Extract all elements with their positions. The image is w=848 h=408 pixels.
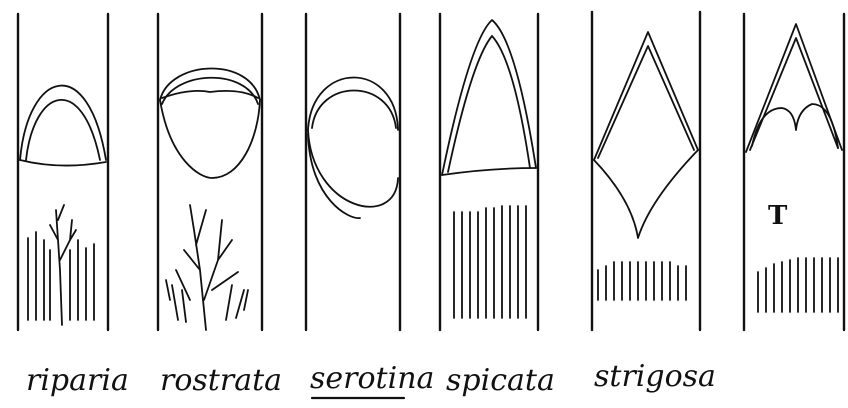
- panel-riparia: riparia: [18, 14, 129, 398]
- ovate-body: [308, 130, 398, 207]
- feathery-fibres: [166, 205, 248, 330]
- label-serotina: serotina: [310, 361, 434, 396]
- cap-inner-point: [448, 36, 530, 172]
- cap-base-line: [442, 168, 536, 175]
- branching-fibre: [50, 205, 76, 325]
- label-strigosa: strigosa: [594, 359, 716, 394]
- panel-rostrata: rostrata: [158, 14, 282, 398]
- label-rostrata: rostrata: [160, 363, 282, 398]
- ruled-lines: [598, 262, 686, 300]
- label-spicata: spicata: [446, 363, 555, 398]
- cap-inner-arc: [162, 78, 258, 104]
- cap-inner-point: [598, 46, 694, 158]
- cap-outer-arc: [20, 86, 106, 160]
- t-mark: T: [768, 201, 788, 231]
- cap-inner-arc: [312, 91, 396, 129]
- panel-serotina: serotina: [306, 14, 434, 398]
- double-lobed-base: [752, 104, 838, 148]
- ovate-body: [160, 100, 260, 178]
- cap-outer-point: [442, 20, 536, 175]
- ruled-lines: [758, 258, 838, 312]
- ruled-lines: [454, 206, 526, 318]
- cap-base-line: [20, 160, 106, 166]
- rhombic-body: [594, 150, 698, 238]
- ovate-body-left: [308, 134, 360, 218]
- panel-sixth: T: [744, 14, 844, 330]
- cap-inner-point: [750, 38, 838, 150]
- label-riparia: riparia: [26, 363, 129, 398]
- panel-spicata: spicata: [440, 14, 555, 398]
- cap-inner-arc: [26, 100, 100, 160]
- panel-strigosa: strigosa: [592, 12, 716, 394]
- wavy-top-line: [162, 91, 258, 98]
- cap-outer-arc: [160, 68, 260, 100]
